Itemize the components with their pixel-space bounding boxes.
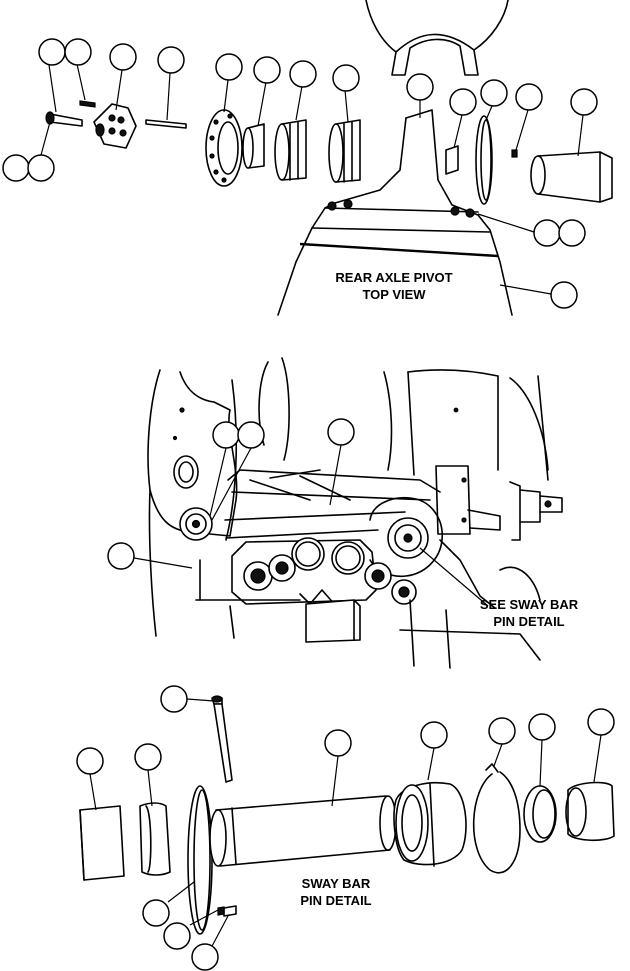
pin-snap-ring	[187, 785, 213, 935]
callout-bubble	[515, 83, 543, 111]
bolt	[45, 111, 83, 127]
valve-block	[231, 537, 417, 607]
snap-ring	[475, 115, 493, 205]
callout-bubble	[533, 219, 561, 247]
lower-frame	[195, 559, 541, 669]
solenoid-box	[305, 599, 361, 643]
callout-bubble	[488, 717, 516, 745]
callout-bubble	[289, 60, 317, 88]
sway-bar-pin	[209, 795, 397, 867]
bushing-right	[565, 781, 615, 842]
thrust-washer	[205, 109, 243, 187]
right-bracket	[435, 465, 563, 541]
bushing	[242, 123, 265, 169]
callout-bubble	[160, 685, 188, 713]
callout-group-middle	[107, 418, 355, 570]
spherical-bearing	[393, 781, 467, 867]
callout-bubble	[76, 747, 104, 775]
callout-group-top	[2, 38, 598, 309]
sway-pin-label-line1: SWAY BAR	[302, 876, 371, 891]
callout-bubble	[237, 421, 265, 449]
callout-bubble	[163, 922, 191, 950]
bushing-sleeve	[139, 802, 171, 876]
housing-bolt-right-2	[465, 208, 475, 218]
callout-bubble	[550, 281, 578, 309]
rear-axle-pivot-view: REAR AXLE PIVOT TOP VIEW	[2, 0, 613, 316]
callout-bubble	[332, 64, 360, 92]
callout-bubble	[64, 38, 92, 66]
rear-axle-label-line1: REAR AXLE PIVOT	[335, 270, 452, 285]
callout-bubble	[212, 421, 240, 449]
callout-bubble	[107, 542, 135, 570]
callout-bubble	[570, 88, 598, 116]
see-sway-label-line1: SEE SWAY BAR	[480, 597, 579, 612]
small-pin	[79, 100, 96, 108]
sway-pin-label-line2: PIN DETAIL	[300, 893, 371, 908]
bearing-1	[274, 119, 307, 181]
sway-bar-pin-detail-view: SWAY BAR PIN DETAIL	[76, 685, 615, 971]
axle-housing	[277, 109, 513, 316]
retaining-ring	[472, 763, 521, 874]
rear-axle-label-line2: TOP VIEW	[362, 287, 426, 302]
callout-group-bottom	[76, 685, 615, 971]
housing-bolt-left-2	[343, 199, 353, 209]
callout-bubble	[134, 743, 162, 771]
callout-bubble	[191, 943, 219, 971]
bearing-2	[328, 119, 361, 183]
callout-bubble	[157, 46, 185, 74]
callout-bubble	[449, 88, 477, 116]
seal	[445, 145, 459, 175]
callout-bubble	[587, 708, 615, 736]
see-sway-label-line2: PIN DETAIL	[493, 614, 564, 629]
sway-bar-assembly-view: SEE SWAY BAR PIN DETAIL	[107, 357, 579, 669]
callout-bubble	[327, 418, 355, 446]
callout-bubble	[528, 713, 556, 741]
pivot-sleeve	[530, 151, 613, 203]
callout-bubble	[406, 73, 434, 101]
callout-bubble	[2, 154, 30, 182]
roll-pin	[145, 119, 187, 129]
grease-fitting	[511, 149, 518, 158]
sway-bar-pin-location	[369, 496, 496, 609]
callout-bubble	[253, 56, 281, 84]
callout-bubble	[215, 53, 243, 81]
pin-bolt	[211, 695, 233, 783]
callout-bubble	[142, 899, 170, 927]
housing-bolt-left	[327, 201, 337, 211]
callout-bubble	[558, 219, 586, 247]
callout-bubble	[420, 721, 448, 749]
bushing-left	[79, 805, 125, 881]
frame-fork	[365, 0, 509, 76]
frame-arm-left	[147, 369, 238, 637]
callout-bubble	[27, 154, 55, 182]
end-plate	[93, 103, 137, 149]
callout-bubble	[109, 43, 137, 71]
left-pivot	[179, 507, 213, 541]
callout-bubble	[480, 79, 508, 107]
set-screw	[217, 905, 237, 917]
pivot-housing	[258, 357, 549, 481]
callout-bubble	[324, 729, 352, 757]
housing-bolt-right	[450, 206, 460, 216]
seal-ring	[523, 785, 557, 843]
callout-bubble	[38, 38, 66, 66]
